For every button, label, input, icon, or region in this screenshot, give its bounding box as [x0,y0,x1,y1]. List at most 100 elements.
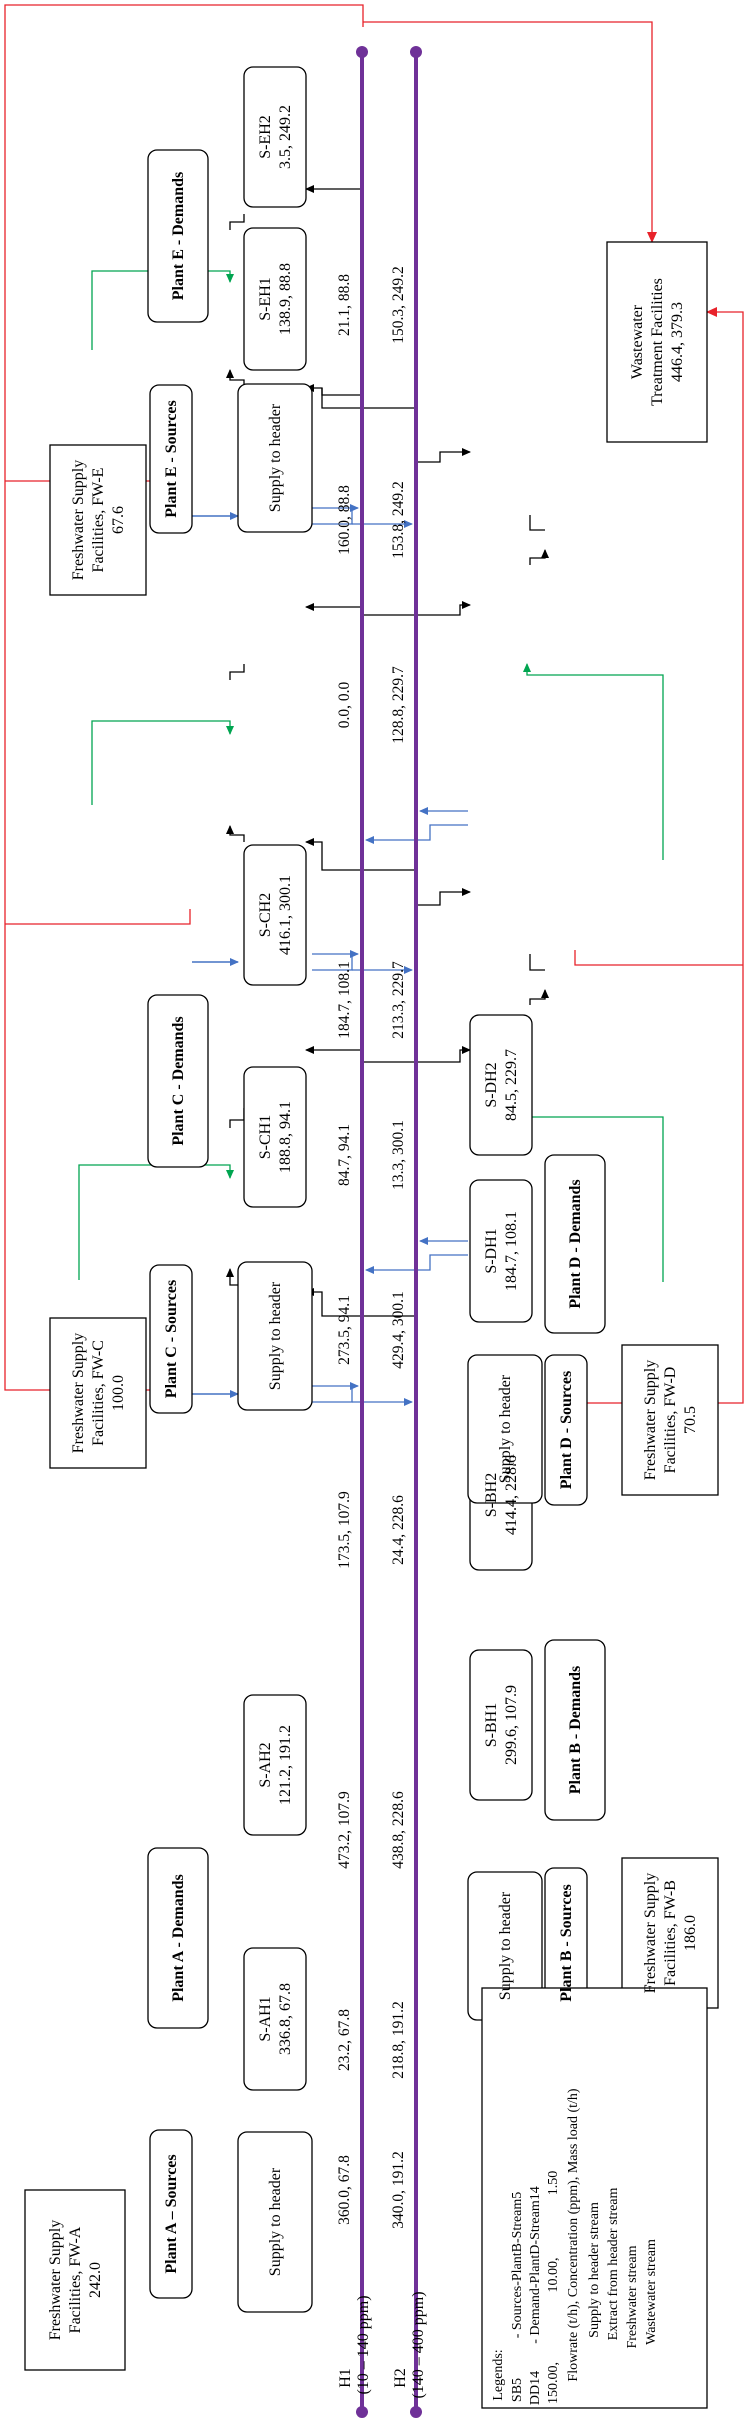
legend-text-7: 1.50 [546,2171,561,2196]
flow-label-15: 128.8, 229.7 [390,666,407,744]
extract-e1-h2 [321,388,416,409]
freshwater-supply-label-c-line: Facilities, FW-C [90,1340,107,1446]
plant-sources-label-a-line: Plant A – Sources [163,2154,180,2273]
legend-text-1-line: SB5 [510,2378,525,2402]
extract-c2-demand [229,664,245,680]
supply-to-header-label-b: Supply to header [497,1891,514,2000]
plant-demands-box-b [544,1639,606,1821]
header-h2-bottom-node [410,2406,422,2418]
extract-c1 [305,838,416,871]
facility-boxes [24,66,719,2409]
supply-to-header-label-c: Supply to header [267,1281,284,1390]
legend-text-0: Legends: [491,2349,506,2400]
freshwater-supply-label-d-line: Facilities, FW-D [662,1367,679,1474]
legend-text-0-line: Legends: [491,2349,506,2400]
legend-text-12-line: Wastewater stream [644,2239,659,2345]
plant-sources-box-c [149,1264,193,1414]
demand-stream-box-c1 [243,1066,307,1208]
header-h2-name-line: H2 [392,2368,409,2388]
flow-label-5-line: 438.8, 228.6 [390,1791,407,1869]
supply-to-header-box-c [237,1261,313,1411]
header-h2-range-line: (140 – 400 ppm) [410,2291,427,2398]
supply-to-header-label-c-line: Supply to header [267,1281,284,1390]
demand-stream-label-e1-line: S-EH1 [257,277,274,321]
extract-d2-demand [529,515,545,531]
header-h2-top-node [410,46,422,58]
plant-demands-box-d [544,1154,606,1334]
supply-to-header-label-d: Supply to header [497,1374,514,1483]
flow-label-7-line: 24.4, 228.6 [390,1495,407,1565]
freshwater-line-d [523,663,664,860]
extract-a1-h2 [305,1288,416,1317]
legend-text-2: - Sources-PlantB-Stream5 [510,2192,525,2339]
plant-demands-box-a [147,1847,209,2029]
freshwater-supply-label-d-line: 70.5 [682,1406,699,1434]
legend-text-3-line: DD14 [528,2371,543,2405]
flow-label-15-line: 128.8, 229.7 [390,666,407,744]
plant-sources-box-d [544,1354,588,1506]
header-h1-range-line: (10 – 140 ppm) [355,2295,372,2394]
flow-label-16-line: 160.0, 88.8 [336,485,353,555]
plant-demands-label-e: Plant E - Demands [170,172,187,300]
freshwater-supply-box-a [24,2189,126,2371]
plant-demands-label-a-line: Plant A - Demands [170,1874,187,2002]
demand-stream-label-b2-line: S-BH2 [483,1473,500,1517]
flow-label-14: 0.0, 0.0 [336,682,353,729]
supply-to-header-label-d-line: Supply to header [497,1374,514,1483]
legend-text-5: 150.00, [546,2362,561,2404]
freshwater-supply-label-c-line: 100.0 [110,1375,127,1411]
header-h2-range: (140 – 400 ppm) [410,2291,427,2398]
demand-stream-label-b2-line: 414.4, 228.6 [503,1455,520,1535]
legend-text-4: - Demand-PlantD-Stream14 [528,2186,543,2343]
flow-label-6: 173.5, 107.9 [336,1491,353,1569]
legend-text-8: Flowrate (t/h), Concentration (ppm), Mas… [566,2088,581,2381]
flow-label-9: 429.4, 300.1 [390,1291,407,1369]
extract-b2-demand [529,954,545,971]
legend-text-9: Supply to header stream [587,2202,602,2338]
wastewater-treatment-label-line: 446.4, 379.3 [669,302,686,382]
flow-label-18-line: 21.1, 88.8 [336,274,353,336]
legend-text-5-line: 150.00, [546,2362,561,2404]
header-h2-name: H2 [392,2368,409,2388]
flow-label-1-line: 340.0, 191.2 [390,2151,407,2229]
legend-text-2-line: - Sources-PlantB-Stream5 [510,2192,525,2339]
flow-label-2: 23.2, 67.8 [336,2009,353,2071]
connection-lines [4,4,744,2418]
freshwater-supply-box-c [49,1317,147,1469]
wastewater-line-to-treatment [363,21,657,243]
flow-label-6-line: 173.5, 107.9 [336,1491,353,1569]
supply-split-2 [312,507,353,525]
freshwater-supply-label-e-line: 67.6 [110,506,127,534]
demand-stream-box-d1 [469,1179,533,1323]
freshwater-supply-label-c-line: Freshwater Supply [70,1333,87,1453]
freshwater-supply-label-e-line: Facilities, FW-E [90,468,107,573]
plant-demands-label-b-line: Plant B - Demands [567,1666,584,1794]
flow-label-11: 13.3, 300.1 [390,1120,407,1190]
header-h1-name-line: H1 [337,2368,354,2388]
plant-sources-label-a: Plant A – Sources [163,2154,180,2273]
extract-b1 [416,1046,471,1063]
supply-bd-h1-1 [365,824,468,844]
extract-b1-demand [529,989,549,1005]
demand-stream-label-c1-line: 188.8, 94.1 [277,1101,294,1173]
flow-label-12: 184.7, 108.1 [336,961,353,1039]
wastewater-line-plant-d [574,950,743,966]
plant-sources-label-b-line: Plant B - Sources [558,1884,575,2001]
legend-text-10-line: Extract from header stream [606,2188,621,2341]
supply-to-header-label-a-line: Supply to header [267,2167,284,2276]
supply-to-header-box-a [237,2131,313,2313]
header-h1-bottom-node [356,2406,368,2418]
flow-label-8: 273.5, 94.1 [336,1295,353,1365]
plant-sources-label-e: Plant E - Sources [163,400,180,517]
plant-sources-box-a [149,2129,193,2299]
plant-demands-label-b: Plant B - Demands [567,1666,584,1794]
demand-stream-label-a2-line: 121.2, 191.2 [277,1725,294,1805]
demand-stream-box-c2 [243,844,307,986]
extract-d1 [416,601,471,616]
header-h1-top-node [356,46,368,58]
